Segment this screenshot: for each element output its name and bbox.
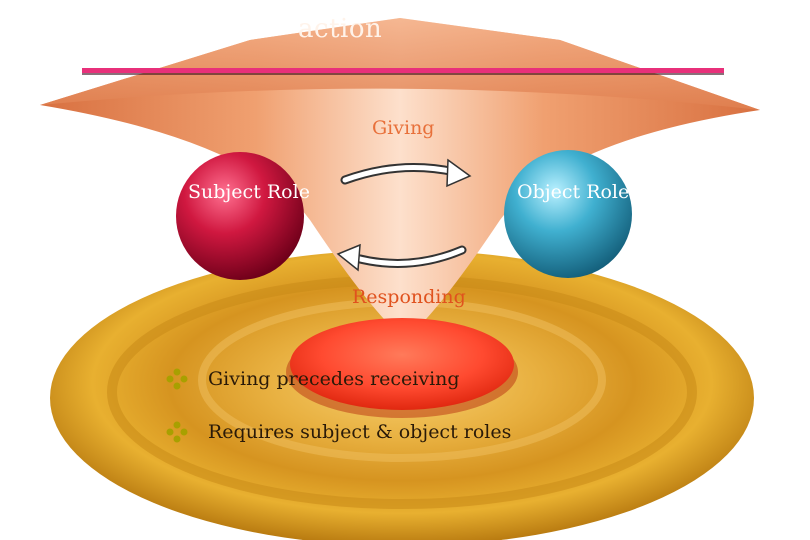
giving-arrow xyxy=(340,158,472,188)
subject-sphere xyxy=(176,152,304,280)
responding-label: Responding xyxy=(352,286,466,308)
responding-arrow xyxy=(336,243,467,272)
object-sphere xyxy=(504,150,632,278)
subject-role-label: Subject Role xyxy=(188,181,310,203)
funnel-rim xyxy=(40,18,760,110)
bullet-item: Requires subject & object roles xyxy=(166,421,511,443)
bullet-item: Giving precedes receiving xyxy=(166,368,460,390)
bullet-text: Giving precedes receiving xyxy=(208,368,460,390)
center-ellipse xyxy=(290,318,514,410)
object-role-label: Object Role xyxy=(517,181,630,203)
slide-title: action xyxy=(298,14,383,44)
funnel-shape xyxy=(40,18,760,340)
title-underline xyxy=(82,68,724,73)
diamond-bullet-icon xyxy=(166,421,188,443)
bullet-text: Requires subject & object roles xyxy=(208,421,512,443)
diamond-bullet-icon xyxy=(166,368,188,390)
title-underline-shadow xyxy=(82,73,724,75)
giving-label: Giving xyxy=(372,117,435,139)
